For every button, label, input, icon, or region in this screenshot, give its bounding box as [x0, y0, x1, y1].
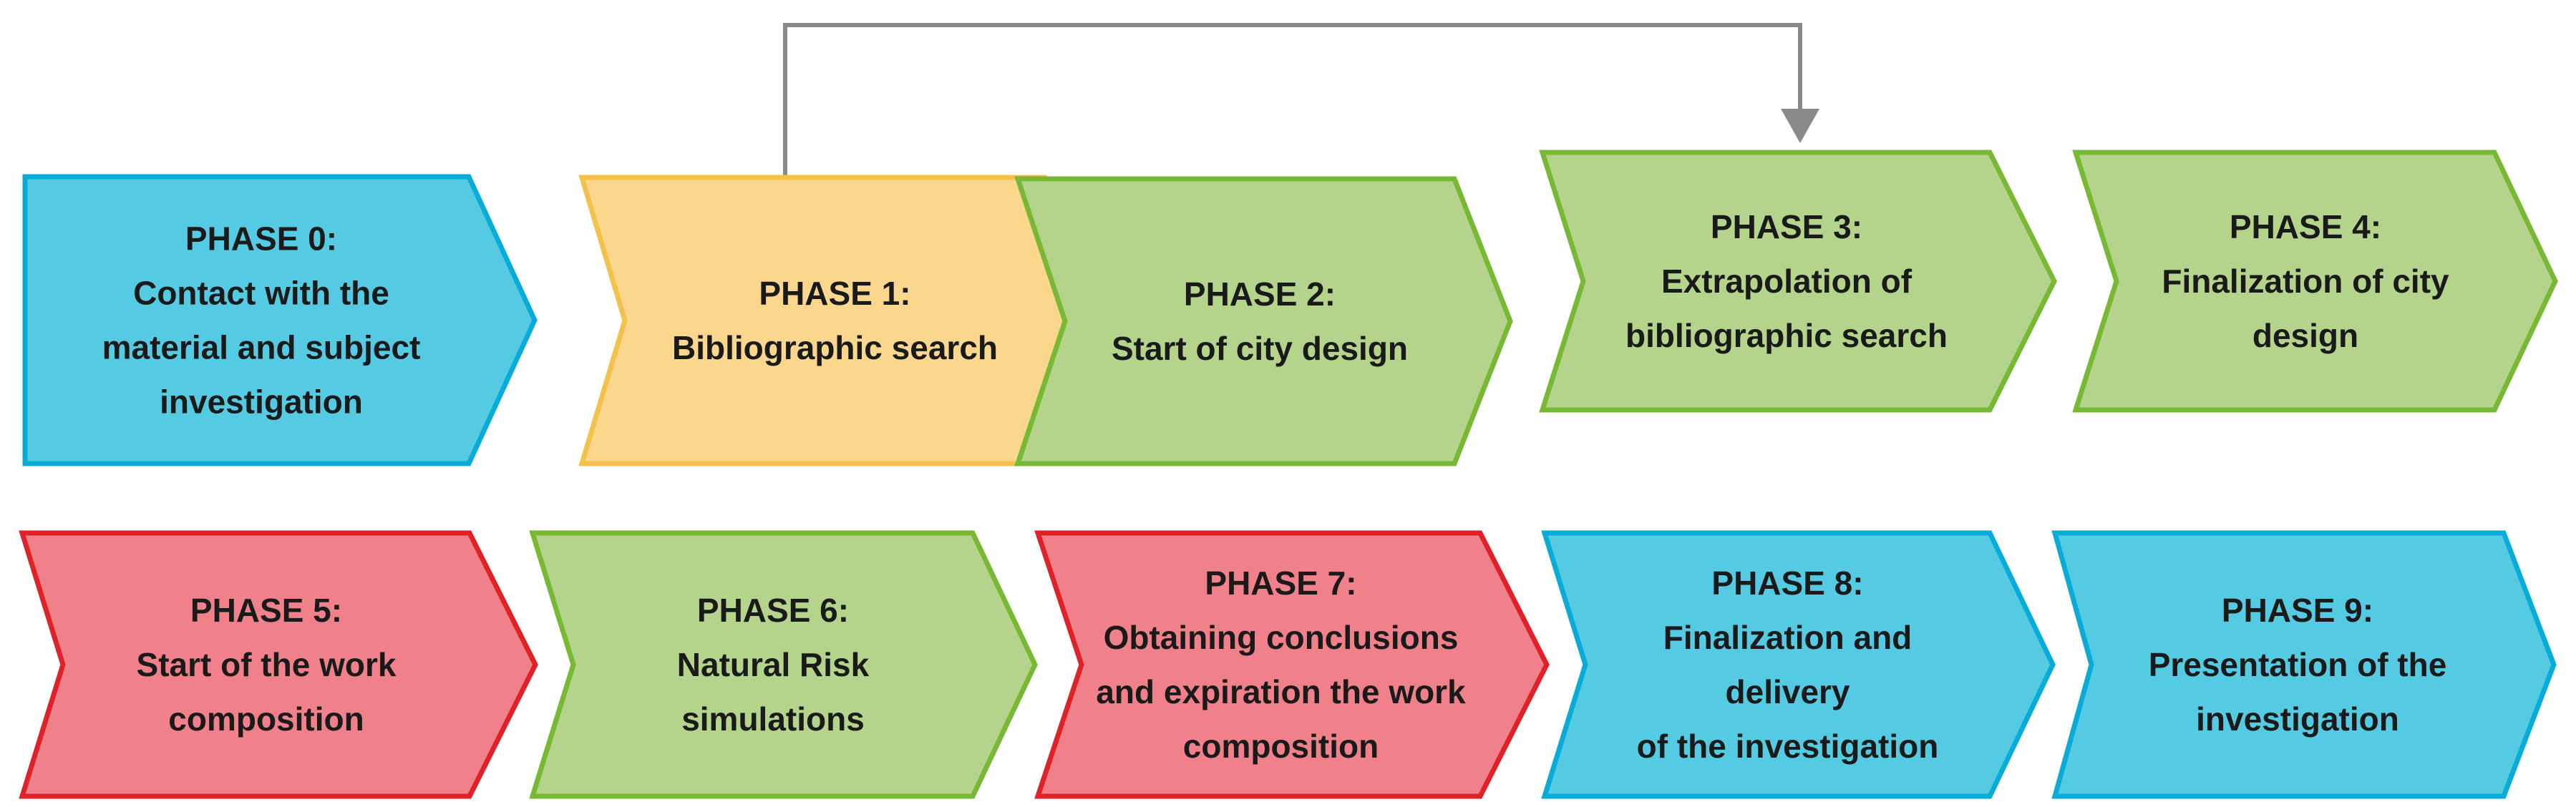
phase-9-text-line-2: investigation: [2196, 700, 2399, 738]
phase-9-title: PHASE 9:: [2222, 592, 2373, 629]
phase-5-chevron: PHASE 5: Start of the work composition: [19, 530, 538, 799]
phase-1-title: PHASE 1:: [759, 275, 910, 312]
phase-1-text-line-1: Bibliographic search: [672, 329, 998, 366]
phase-7-chevron: PHASE 7: Obtaining conclusions and expirat…: [1034, 530, 1550, 799]
phase-5-text-line-2: composition: [168, 700, 364, 738]
phase-7-text-line-2: and expiration the work: [1096, 673, 1466, 710]
phase-layer: PHASE 0: Contact with the material and sub…: [19, 150, 2558, 799]
phase-1-chevron: PHASE 1: Bibliographic search: [578, 175, 1116, 466]
phase-3-title: PHASE 3:: [1711, 208, 1862, 245]
phase-5-title: PHASE 5:: [190, 592, 342, 629]
phase-6-title: PHASE 6:: [697, 592, 849, 629]
phase-8-title: PHASE 8:: [1711, 564, 1863, 602]
phase-0-text-line-1: Contact with the: [133, 275, 389, 312]
phase-2-chevron: PHASE 2: Start of city design: [1014, 176, 1513, 466]
phase-0-shape: [22, 174, 538, 466]
phase-7-title: PHASE 7:: [1205, 564, 1356, 602]
phase-9-shape: [2051, 530, 2557, 799]
phase-0-chevron: PHASE 0: Contact with the material and sub…: [22, 174, 538, 466]
phase-2-title: PHASE 2:: [1184, 275, 1336, 313]
phase-4-shape: [2072, 150, 2558, 413]
phase-7-text-line-3: composition: [1183, 728, 1379, 765]
phase-3-chevron: PHASE 3: Extrapolation of bibliographic se…: [1539, 150, 2057, 413]
phase-6-shape: [529, 530, 1038, 799]
phase-6-chevron: PHASE 6: Natural Risk simulations: [529, 530, 1038, 799]
connector-layer: [783, 23, 1819, 179]
connector-line-phase1-to-phase3: [783, 23, 1802, 179]
phase-3-shape: [1539, 150, 2057, 413]
phase-8-shape: [1541, 530, 2056, 799]
phase-3-text-line-1: Extrapolation of: [1661, 263, 1912, 300]
phase-6-text-line-1: Natural Risk: [677, 646, 870, 683]
phase-0-text-line-3: investigation: [160, 383, 363, 421]
phase-9-chevron: PHASE 9: Presentation of the investigation: [2051, 530, 2557, 799]
phase-2-text-line-1: Start of city design: [1112, 330, 1408, 367]
phase-4-text-line-1: Finalization of city: [2162, 263, 2449, 300]
phase-8-text-line-3: of the investigation: [1637, 728, 1939, 765]
phase-8-text-line-1: Finalization and: [1663, 619, 1912, 656]
phase-4-chevron: PHASE 4: Finalization of city design: [2072, 150, 2558, 413]
phase-8-text-line-2: delivery: [1726, 673, 1850, 710]
phase-0-text-line-2: material and subject: [102, 329, 421, 366]
phase-2-shape: [1014, 176, 1513, 466]
phase-7-text-line-1: Obtaining conclusions: [1104, 619, 1459, 656]
phase-3-text-line-2: bibliographic search: [1625, 317, 1948, 354]
phase-6-text-line-2: simulations: [681, 700, 865, 738]
connector-arrowhead-icon: [1781, 109, 1819, 143]
phase-0-title: PHASE 0:: [185, 220, 337, 258]
phase-4-text-line-2: design: [2252, 317, 2358, 354]
phase-5-text-line-1: Start of the work: [137, 646, 397, 683]
phase-7-shape: [1034, 530, 1550, 799]
phase-5-shape: [19, 530, 538, 799]
phase-9-text-line-1: Presentation of the: [2149, 646, 2447, 683]
phase-8-chevron: PHASE 8: Finalization and delivery of the i…: [1541, 530, 2056, 799]
phase-4-title: PHASE 4:: [2230, 208, 2381, 245]
